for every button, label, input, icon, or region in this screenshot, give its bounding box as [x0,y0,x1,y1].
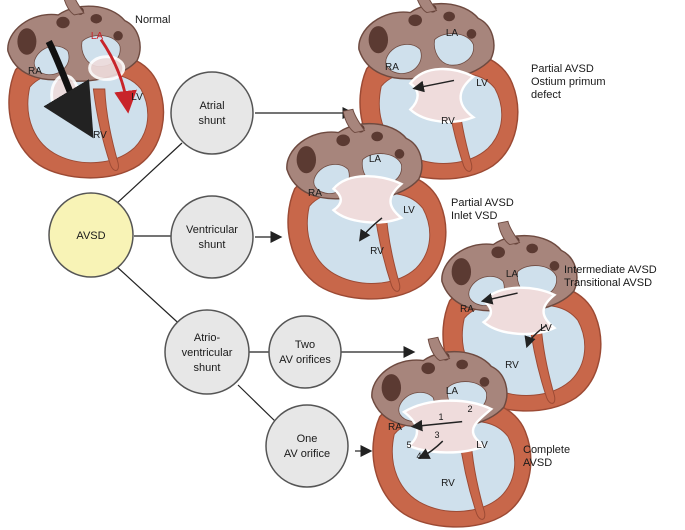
label-rv: RV [441,116,455,127]
svg-text:One: One [297,433,318,445]
label-lv: LV [540,323,552,334]
label-rv: RV [505,360,519,371]
label-lv: LV [403,205,415,216]
heart-intermediate [441,220,602,412]
label-la: LA [446,28,459,39]
svg-text:AV orifices: AV orifices [279,354,331,366]
caption-line: Inlet VSD [451,210,498,222]
node-atrial-shunt: Atrial shunt [170,71,254,155]
label-rv: RV [93,130,107,141]
svg-text:shunt: shunt [199,115,226,127]
leaflet-numbers: 1 2 3 4 5 [406,404,472,461]
node-ventricular-shunt: Ventricular shunt [170,195,254,279]
node-avsd: AVSD [48,192,134,278]
caption-normal: Normal [135,14,171,26]
label-lv: LV [476,78,488,89]
caption-complete: Complete AVSD [523,444,570,470]
caption-line: Complete [523,444,571,456]
node-two-av-orifices: Two AV orifices [268,315,342,389]
leaflet-number: 5 [406,440,411,450]
svg-text:AV orifice: AV orifice [284,448,330,460]
leaflet-number: 4 [416,451,421,461]
chamber-labels: RA LA RV LV RA LA RV LV RA LA RV LV RA L… [28,28,552,489]
caption-partial-primum: Partial AVSD Ostium primum defect [531,63,606,102]
heart-complete [371,336,532,528]
leaflet-number: 1 [438,412,443,422]
label-ra: RA [388,422,402,433]
label-la: LA [369,154,382,165]
heart-normal [7,0,165,179]
label-rv: RV [370,246,384,257]
leaflet-number: 3 [434,430,439,440]
label-rv: RV [441,478,455,489]
caption-partial-inlet: Partial AVSD Inlet VSD [451,197,514,223]
label-lv: LV [476,440,488,451]
caption-intermediate: Intermediate AVSD Transitional AVSD [564,264,657,290]
svg-text:Two: Two [295,339,315,351]
node-atrioventricular-shunt: Atrio- ventricular shunt [164,309,250,395]
caption-line: AVSD [523,457,553,469]
heart-partial-primum [358,0,519,180]
svg-text:shunt: shunt [194,362,221,374]
svg-text:ventricular: ventricular [182,347,233,359]
connector-lines [114,107,416,457]
caption-line: defect [531,89,561,101]
label-ra: RA [385,62,399,73]
label-la: LA [91,31,104,42]
leaflet-number: 2 [467,404,472,414]
svg-text:Ventricular: Ventricular [186,224,238,236]
label-ra: RA [28,66,42,77]
caption-line: Partial AVSD [451,197,514,209]
svg-text:shunt: shunt [199,239,226,251]
heart-partial-inlet [286,108,447,300]
caption-line: Transitional AVSD [564,277,653,289]
label-lv: LV [131,92,143,103]
svg-text:AVSD: AVSD [76,230,105,242]
label-ra: RA [308,188,322,199]
caption-line: Ostium primum [531,76,606,88]
node-one-av-orifice: One AV orifice [265,404,349,488]
label-la: LA [506,269,519,280]
caption-line: Intermediate AVSD [564,264,657,276]
label-ra: RA [460,304,474,315]
svg-text:Atrial: Atrial [199,100,224,112]
label-la: LA [446,386,459,397]
svg-text:Atrio-: Atrio- [194,332,221,344]
caption-line: Partial AVSD [531,63,594,75]
